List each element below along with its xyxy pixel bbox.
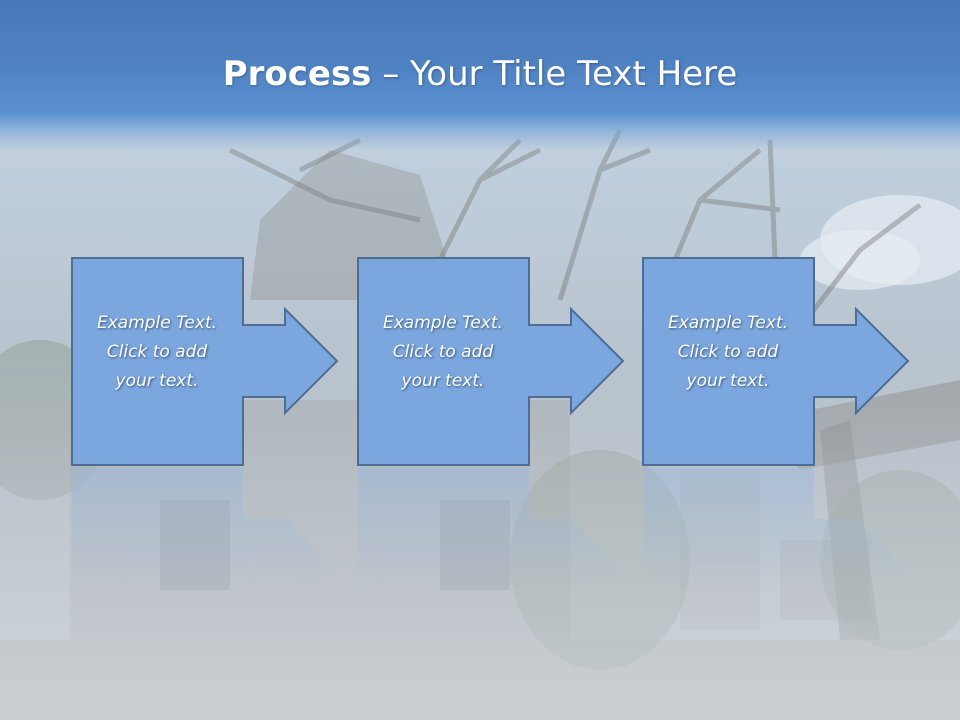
title-rest-part: – Your Title Text Here (371, 54, 738, 94)
title-bar (0, 0, 960, 150)
step-text-line-1: Example Text. (382, 313, 504, 333)
step-text-line-1: Example Text. (667, 313, 789, 333)
step-text[interactable]: Example Text. Click to add your text. (357, 309, 529, 396)
arrow-box-shape (71, 257, 339, 587)
step-text-line-3: your text. (401, 371, 485, 391)
step-text[interactable]: Example Text. Click to add your text. (642, 309, 814, 396)
step-text-line-2: Click to add (392, 342, 494, 362)
step-text-line-3: your text. (115, 371, 199, 391)
step-text-line-1: Example Text. (96, 313, 218, 333)
process-step-1[interactable]: Example Text. Click to add your text. (71, 257, 361, 587)
title-bold-part: Process (222, 54, 372, 94)
process-step-3[interactable]: Example Text. Click to add your text. (642, 257, 932, 587)
step-text-line-2: Click to add (106, 342, 208, 362)
step-text-line-2: Click to add (677, 342, 779, 362)
slide-title[interactable]: Process – Your Title Text Here (0, 52, 960, 96)
arrow-box-shape (357, 257, 625, 587)
step-text-line-3: your text. (686, 371, 770, 391)
process-step-2[interactable]: Example Text. Click to add your text. (357, 257, 647, 587)
arrow-box-shape (642, 257, 910, 587)
step-text[interactable]: Example Text. Click to add your text. (71, 309, 243, 396)
